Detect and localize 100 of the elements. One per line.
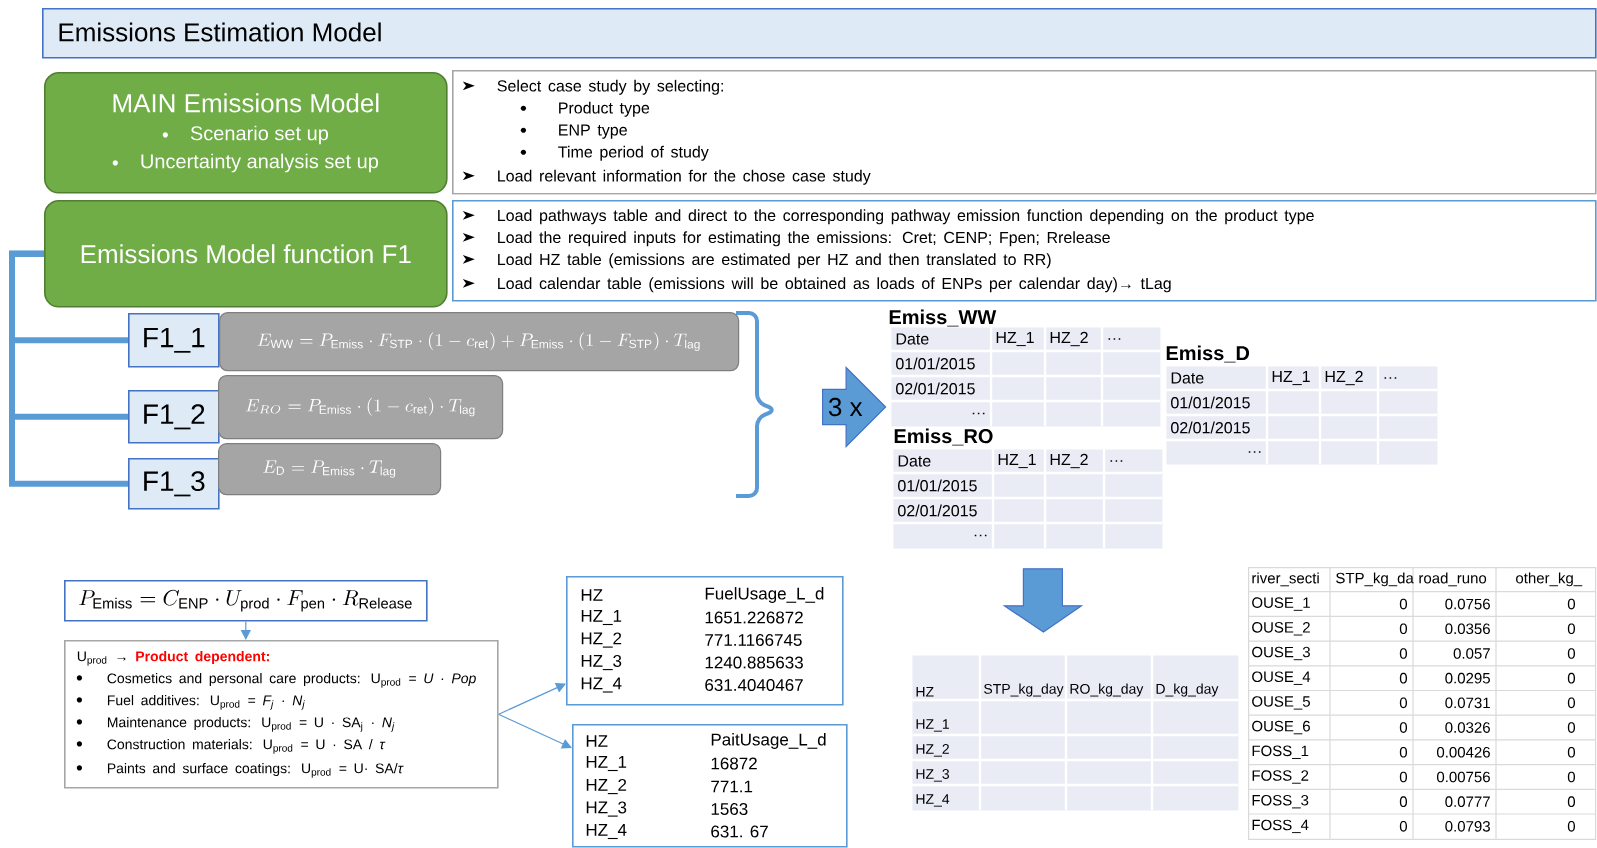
table-cell: HZ <box>586 735 608 747</box>
table-cell: 0.0756 <box>1445 598 1490 610</box>
table-cell: OUSE_3 <box>1252 646 1310 661</box>
table-cell: 0 <box>1399 648 1407 659</box>
table-cell: … <box>1384 377 1397 379</box>
table-cell: 0 <box>1567 648 1575 659</box>
table-cell: Date <box>1171 372 1204 384</box>
table-cell: 0.0356 <box>1445 623 1490 635</box>
table-cell: 0 <box>1399 796 1407 807</box>
table-cell: 0.00756 <box>1437 771 1490 783</box>
table-cell: HZ_2 <box>1050 453 1088 469</box>
note-box: U$_{prod}$ → Product dependent: Cosmetics and personal care products: U$_{prod}$ = U · Pop Fuel additives: U$_{prod}$ = F$_{j}$ · N$_{j}$ Maintenance products: U$_{prod}$ = U · SA$_{j}$ · N$_{j}$ Construction materials: U$_{prod}$ = U · SA / τ Paints and surface coatings: U$_{prod}$ = U· SA/τ <box>64 640 499 789</box>
table-cell: 0 <box>1567 623 1575 635</box>
table-cell: 0.057 <box>1453 648 1490 659</box>
table-cell: OUSE_5 <box>1252 696 1310 710</box>
table-cell: 02/01/2015 <box>898 504 977 517</box>
table-cell: FOSS_1 <box>1252 745 1309 759</box>
table-cell: HZ_1 <box>586 755 627 772</box>
table-cell: 0.0295 <box>1445 672 1490 684</box>
table-cell: HZ_4 <box>586 823 627 840</box>
table-cell: 771.1 <box>711 780 753 793</box>
note-box: Load pathways table and direct to the corresponding pathway emission function depending on the product type Load the required inputs for estimating the emissions: Cret; CENP; Fpen; Rrelease Load HZ table (emissions are estimated per HZ and then translated to RR) Load calendar table (emissions will be obtained as loads of ENPs per calendar day)→ tLag <box>452 200 1597 302</box>
table-cell: 0 <box>1567 796 1575 807</box>
table-cell: road_runo <box>1419 572 1487 587</box>
table-cell: 0 <box>1567 697 1575 709</box>
table-cell: HZ_3 <box>916 769 949 782</box>
table-cell: RO_kg_day <box>1070 683 1144 697</box>
table-cell: 0.0793 <box>1445 821 1490 832</box>
table-cell: HZ_2 <box>916 744 949 757</box>
table-cell: HZ_2 <box>581 632 622 648</box>
equation-box: $E_{RO} = P_{\mathrm{Emiss}} \cdot (1 - c_{\mathrm{ret}}) \cdot T_{\mathrm{lag}}$ <box>218 375 504 440</box>
table-cell: 1651.226872 <box>705 611 803 624</box>
title-band: Emissions Estimation Model <box>42 8 1597 59</box>
table-cell: other_kg_ <box>1516 572 1583 587</box>
table-cell: 0.0326 <box>1445 722 1490 733</box>
block-arrow <box>1002 568 1084 633</box>
table-cell: HZ_1 <box>1272 370 1310 386</box>
note-box: Select case study by selecting: Product type ENP type Time period of study Load relevant information for the chose case study <box>452 70 1597 195</box>
process-box: Emissions Model function F1 <box>44 200 448 308</box>
table-cell: 1563 <box>711 803 748 815</box>
table-cell: STP_kg_da <box>1336 572 1414 587</box>
table-cell: Date <box>898 455 931 467</box>
table-cell: OUSE_4 <box>1252 671 1311 685</box>
equation-box: $P_{\mathrm{Emiss}} = C_{\mathrm{ENP}} \cdot U_{\mathrm{prod}} \cdot F_{\mathrm{pen}} \cdot R_{\mathrm{Release}}$ <box>64 580 428 622</box>
table-cell: 01/01/2015 <box>898 479 977 492</box>
function-label-box: F1_1 <box>128 313 220 368</box>
table-cell: 02/01/2015 <box>896 382 975 395</box>
table-cell: 0 <box>1567 821 1575 832</box>
table-cell: … <box>1248 451 1261 453</box>
table-cell: … <box>972 412 985 415</box>
table-cell: D_kg_day <box>1156 683 1219 697</box>
arrow <box>498 683 566 715</box>
table-cell: HZ_1 <box>998 453 1036 469</box>
table-cell: HZ_1 <box>996 331 1034 347</box>
table-cell: 0 <box>1567 722 1575 733</box>
table-cell: 0 <box>1399 598 1407 610</box>
table-cell: 1240.885633 <box>705 656 803 669</box>
table-cell: 02/01/2015 <box>1171 421 1250 434</box>
function-label-box: F1_3 <box>128 458 220 510</box>
table-cell: … <box>1110 460 1123 462</box>
arrow <box>498 713 572 749</box>
table-cell: HZ_4 <box>916 794 950 807</box>
table-cell: 0 <box>1399 771 1407 783</box>
table-cell: HZ_2 <box>586 778 627 795</box>
equation-box: $E_{\mathrm{D}} = P_{\mathrm{Emiss}} \cdot T_{\mathrm{lag}}$ <box>218 443 442 496</box>
table-cell: 0.00426 <box>1437 746 1490 758</box>
table-cell: FOSS_2 <box>1252 770 1309 784</box>
table-cell: river_secti <box>1252 572 1319 587</box>
table-cell: Date <box>896 333 929 345</box>
table-cell: 0 <box>1399 623 1407 635</box>
table-cell: HZ_2 <box>1325 370 1363 386</box>
process-box: MAIN Emissions Model Scenario set up Uncertainty analysis set up <box>44 72 448 194</box>
table-cell: 0 <box>1399 821 1407 832</box>
table-cell: 0.0777 <box>1445 796 1490 807</box>
equation-box: $E_{\mathrm{WW}} = P_{\mathrm{Emiss}} \cdot F_{\mathrm{STP}} \cdot (1 - c_{\mathrm{ret}}) + P_{\mathrm{Emiss}} \cdot (1 - F_{\mathrm{STP}}) \cdot T_{\mathrm{lag}}$ <box>219 312 740 372</box>
table-cell: … <box>1108 338 1121 340</box>
table-cell: HZ_3 <box>586 801 627 817</box>
table-title: Emiss_WW <box>889 309 997 327</box>
table-cell: 01/01/2015 <box>1171 396 1250 409</box>
table-cell: 0.0731 <box>1445 697 1490 709</box>
table-cell: HZ_1 <box>581 609 622 626</box>
table-cell: HZ_2 <box>1050 331 1088 347</box>
table-cell: 0 <box>1567 771 1575 783</box>
connector-line <box>9 250 128 487</box>
table-cell: 0 <box>1399 697 1407 709</box>
table-cell: FOSS_4 <box>1252 819 1309 834</box>
table-cell: 16872 <box>711 757 757 770</box>
table-cell: PaitUsage_L_d <box>711 733 826 749</box>
function-label-box: F1_2 <box>128 390 220 444</box>
table-cell: OUSE_1 <box>1252 597 1310 611</box>
table-cell: FOSS_3 <box>1252 794 1309 809</box>
table-cell: 0 <box>1399 722 1407 733</box>
table-cell: 0 <box>1567 598 1575 610</box>
table-cell: 631.4040467 <box>705 679 803 691</box>
table-cell: 0 <box>1399 746 1407 758</box>
table-cell: OUSE_6 <box>1252 720 1310 735</box>
table-cell: STP_kg_day <box>984 683 1064 697</box>
table-cell: HZ_4 <box>581 677 622 693</box>
table-cell: HZ <box>916 687 934 697</box>
table-cell: HZ_3 <box>581 654 622 671</box>
